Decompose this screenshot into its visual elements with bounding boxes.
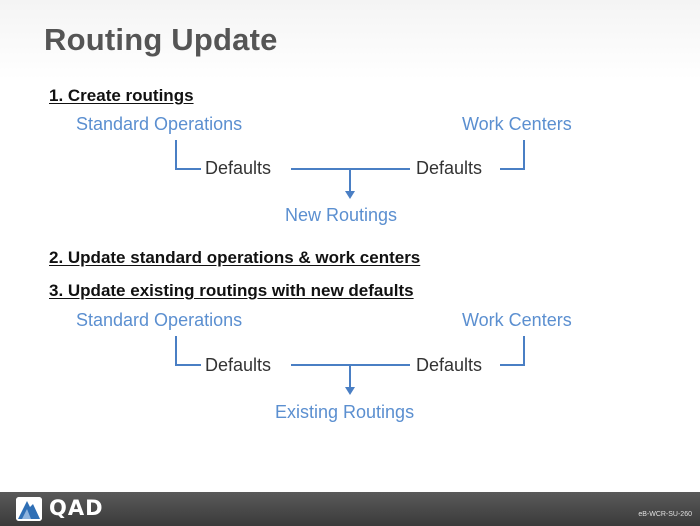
diagram2-work-centers: Work Centers (462, 310, 572, 330)
diagram1-work-centers: Work Centers (462, 114, 572, 134)
diagram1-new-routings: New Routings (285, 205, 398, 225)
diagram1-left-connector (175, 140, 201, 170)
step-3-heading: 3. Update existing routings with new def… (49, 281, 414, 300)
slide-code: eB-WCR-SU-260 (638, 511, 692, 518)
slide-title: Routing Update (44, 22, 278, 57)
diagram2-existing-routings: Existing Routings (275, 402, 415, 422)
diagram1-standard-operations: Standard Operations (76, 114, 243, 134)
diagram2-left-defaults: Defaults (205, 355, 272, 375)
diagram2-left-connector (175, 336, 201, 366)
qad-logo-text: QAD (49, 496, 104, 520)
qad-logo-icon (16, 497, 42, 521)
footer-bar: QAD eB-WCR-SU-260 (0, 492, 700, 526)
diagram2-standard-operations: Standard Operations (76, 310, 243, 330)
diagram1-right-defaults: Defaults (416, 158, 483, 178)
diagram2-right-connector (500, 336, 525, 366)
diagram1-arrow-head (345, 191, 355, 199)
step-1-heading: 1. Create routings (49, 86, 194, 105)
diagram2-right-defaults: Defaults (416, 355, 483, 375)
diagram1-right-connector (500, 140, 525, 170)
diagram1-left-defaults: Defaults (205, 158, 272, 178)
diagram2-arrow-head (345, 387, 355, 395)
step-2-heading: 2. Update standard operations & work cen… (49, 248, 421, 267)
